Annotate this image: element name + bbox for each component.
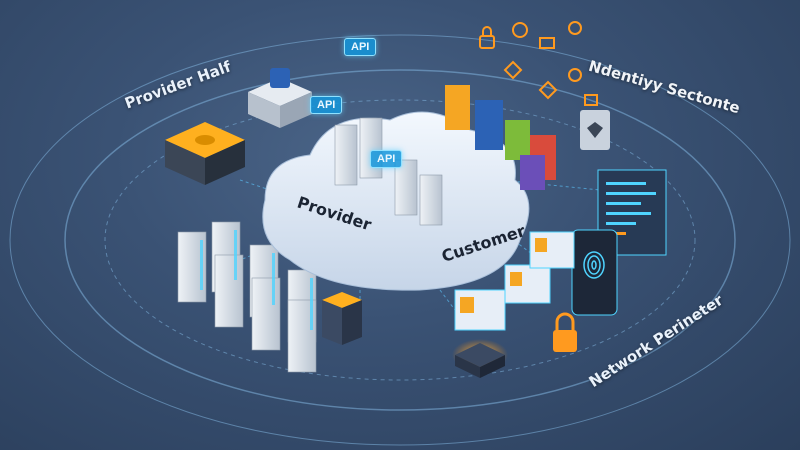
storage-device-icon [165,122,245,185]
id-card-icon [454,231,575,331]
server-rack-group [177,221,317,373]
container-stack-icon [322,292,362,345]
container-stack-icon [445,85,556,190]
key-device-icon [248,68,312,128]
lock-icon [553,312,577,352]
identity-icons [479,21,598,106]
api-tag: API [370,150,403,168]
glowing-pedestal-icon [452,339,508,378]
api-tag: API [310,96,343,114]
api-tag: API [344,38,377,56]
fingerprint-icon [571,229,618,316]
network-perimeter-rings [9,34,791,446]
shield-icon [580,110,610,150]
